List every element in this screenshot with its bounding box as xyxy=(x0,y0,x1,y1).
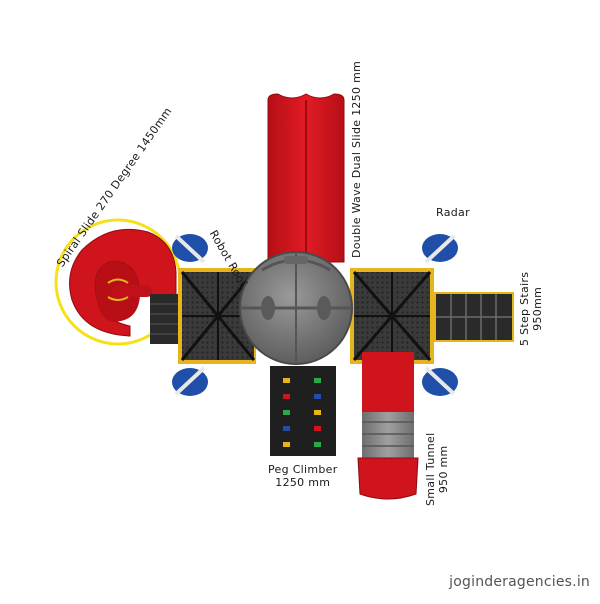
step-stairs-label: 5 Step Stairs 950mm xyxy=(518,272,544,346)
left-deck xyxy=(178,268,256,364)
peg-climber-label-line2: 1250 mm xyxy=(275,476,331,489)
right-deck xyxy=(350,268,434,364)
spiral-slide xyxy=(54,218,182,346)
radar-dish xyxy=(422,366,458,396)
watermark: joginderagencies.in xyxy=(449,574,590,590)
small-tunnel-label-line1: Small Tunnel xyxy=(424,432,437,506)
robot-roof xyxy=(239,251,353,365)
dual-slide xyxy=(267,93,345,263)
small-tunnel xyxy=(357,352,419,500)
peg-climber-label: Peg Climber 1250 mm xyxy=(268,463,338,489)
radar-label: Radar xyxy=(436,206,470,219)
small-tunnel-label: Small Tunnel 950 mm xyxy=(424,433,450,506)
dual-slide-label: Double Wave Dual Slide 1250 mm xyxy=(350,60,363,258)
small-tunnel-label-line2: 950 mm xyxy=(437,445,450,494)
step-stairs xyxy=(432,292,514,342)
radar-dish xyxy=(172,234,208,264)
radar-dish xyxy=(422,234,458,264)
radar-dish xyxy=(172,366,208,396)
step-stairs-label-line2: 950mm xyxy=(531,286,544,331)
step-stairs-label-line1: 5 Step Stairs xyxy=(518,271,531,346)
peg-climber xyxy=(270,366,336,456)
peg-climber-label-line1: Peg Climber xyxy=(268,463,338,476)
